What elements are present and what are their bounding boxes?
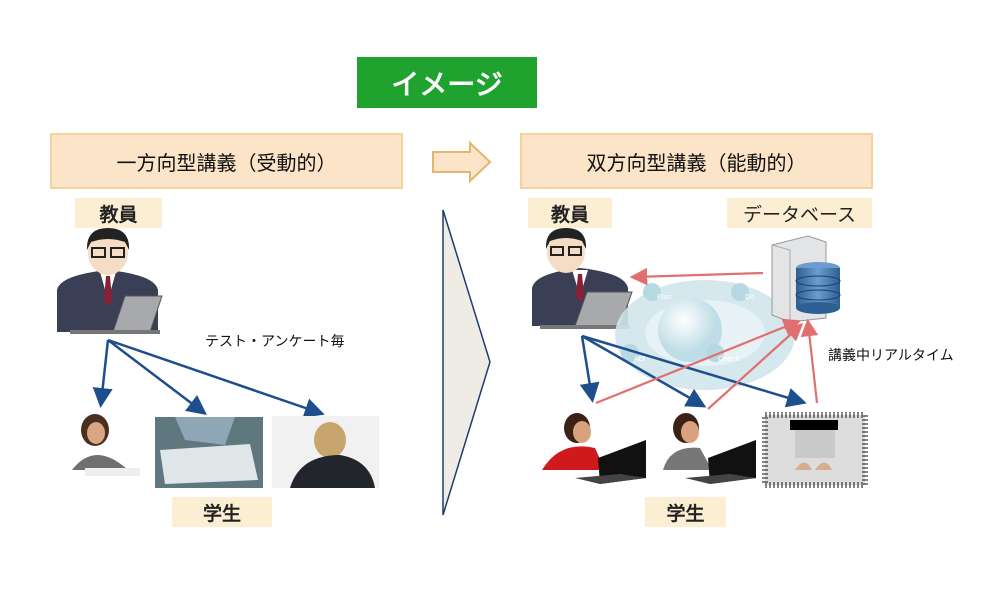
transition-arrow-icon: [432, 140, 492, 184]
divider-triangle: [442, 209, 491, 516]
pdca-do: Do: [745, 293, 755, 301]
teacher-icon-left: [57, 228, 163, 334]
teacher-icon-right: [532, 228, 633, 329]
left-header-one-way-lecture: 一方向型講義（受動的）: [50, 133, 403, 189]
left-distribution-arrows: [92, 338, 325, 418]
database-label: データベース: [727, 198, 872, 228]
left-note: テスト・アンケート毎: [205, 334, 345, 350]
pdca-plan: Plan: [657, 293, 672, 301]
pdca-cycle-graphic: [615, 280, 795, 390]
right-distribution-arrows: [579, 334, 807, 408]
right-students-label: 学生: [645, 497, 726, 527]
student-photo-left-2: [155, 417, 263, 488]
banner-title: イメージ: [357, 57, 537, 108]
right-header-two-way-lecture: 双方向型講義（能動的）: [520, 133, 873, 189]
student-photo-left-3: [272, 416, 379, 488]
student-laptop-photo-1: [542, 413, 646, 484]
pdca-act: Act: [634, 355, 646, 363]
left-teacher-label: 教員: [75, 198, 162, 228]
pdca-check: Check: [718, 355, 740, 363]
right-teacher-label: 教員: [528, 198, 612, 228]
right-note: 講義中リアルタイム: [828, 348, 954, 364]
realtime-feedback-arrows: [595, 267, 819, 410]
student-photo-left-1: [68, 414, 146, 480]
student-laptop-photo-2: [663, 413, 756, 484]
database-server-icon: [771, 235, 841, 323]
student-laptop-photo-3: [762, 412, 868, 488]
left-students-label: 学生: [172, 497, 272, 527]
